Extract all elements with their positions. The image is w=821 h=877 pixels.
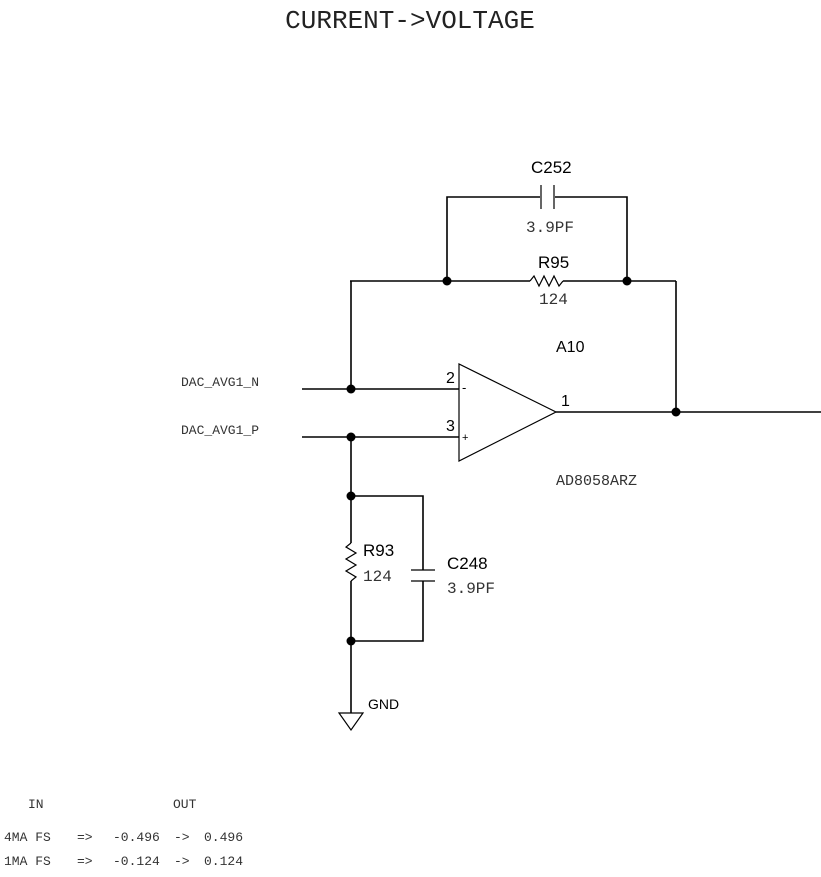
ground-symbol xyxy=(337,712,365,732)
c248-value: 3.9PF xyxy=(447,580,495,598)
table-header-in: IN xyxy=(28,797,44,812)
feedback-network xyxy=(350,185,677,412)
opamp-triangle xyxy=(458,363,558,462)
table-row-out: 0.124 xyxy=(204,854,243,869)
c252-value: 3.9PF xyxy=(526,219,574,237)
r93-zigzag xyxy=(344,542,358,582)
table-row-arrow: => xyxy=(77,830,93,845)
table-row-sep: -> xyxy=(174,830,190,845)
opamp-minus-sign: - xyxy=(462,380,466,395)
junction-dot xyxy=(671,407,681,417)
junction-dot xyxy=(346,636,356,646)
conversion-table: IN OUT 4MA FS => -0.496 -> 0.496 1MA FS … xyxy=(4,797,243,869)
opamp-part-number: AD8058ARZ xyxy=(556,473,637,490)
r95-ref: R95 xyxy=(538,253,569,272)
junction-dot xyxy=(442,276,452,286)
c248-wire-bottom xyxy=(351,581,424,642)
opamp-pin-out: 1 xyxy=(561,393,570,410)
input-nets: DAC_AVG1_N DAC_AVG1_P xyxy=(181,375,459,442)
c252-ref: C252 xyxy=(531,158,572,177)
r95-value: 124 xyxy=(539,291,568,309)
net-label-n: DAC_AVG1_N xyxy=(181,375,259,390)
table-row-sep: -> xyxy=(174,854,190,869)
table-row-out: 0.496 xyxy=(204,830,243,845)
c248-ref: C248 xyxy=(447,554,488,573)
r95-zigzag xyxy=(529,274,564,288)
table-row-arrow: => xyxy=(77,854,93,869)
table-header-out: OUT xyxy=(173,797,197,812)
opamp-pin-inv: 2 xyxy=(446,370,455,387)
c252-wire-right xyxy=(555,196,628,281)
r93-ref: R93 xyxy=(363,541,394,560)
component-labels: C252 3.9PF R95 124 R93 124 C248 3.9PF xyxy=(363,158,574,598)
table-row-range: 1MA FS xyxy=(4,854,51,869)
junction-dot xyxy=(346,491,356,501)
opamp-a10: A10 AD8058ARZ 2 3 1 - + xyxy=(446,339,821,490)
ground-label: GND xyxy=(368,696,399,712)
junction-dot xyxy=(622,276,632,286)
bias-network: GND xyxy=(337,437,435,732)
table-row-in: -0.124 xyxy=(113,854,160,869)
opamp-plus-sign: + xyxy=(462,432,468,444)
diagram-title: CURRENT->VOLTAGE xyxy=(285,6,535,36)
c252-wire-left xyxy=(446,196,540,281)
table-row-range: 4MA FS xyxy=(4,830,51,845)
net-label-p: DAC_AVG1_P xyxy=(181,423,259,438)
c248-wire-top xyxy=(351,495,424,570)
junction-dot xyxy=(346,384,356,394)
opamp-pin-noninv: 3 xyxy=(446,418,455,435)
r93-value: 124 xyxy=(363,568,392,586)
table-row-in: -0.496 xyxy=(113,830,160,845)
opamp-ref-label: A10 xyxy=(556,339,585,356)
